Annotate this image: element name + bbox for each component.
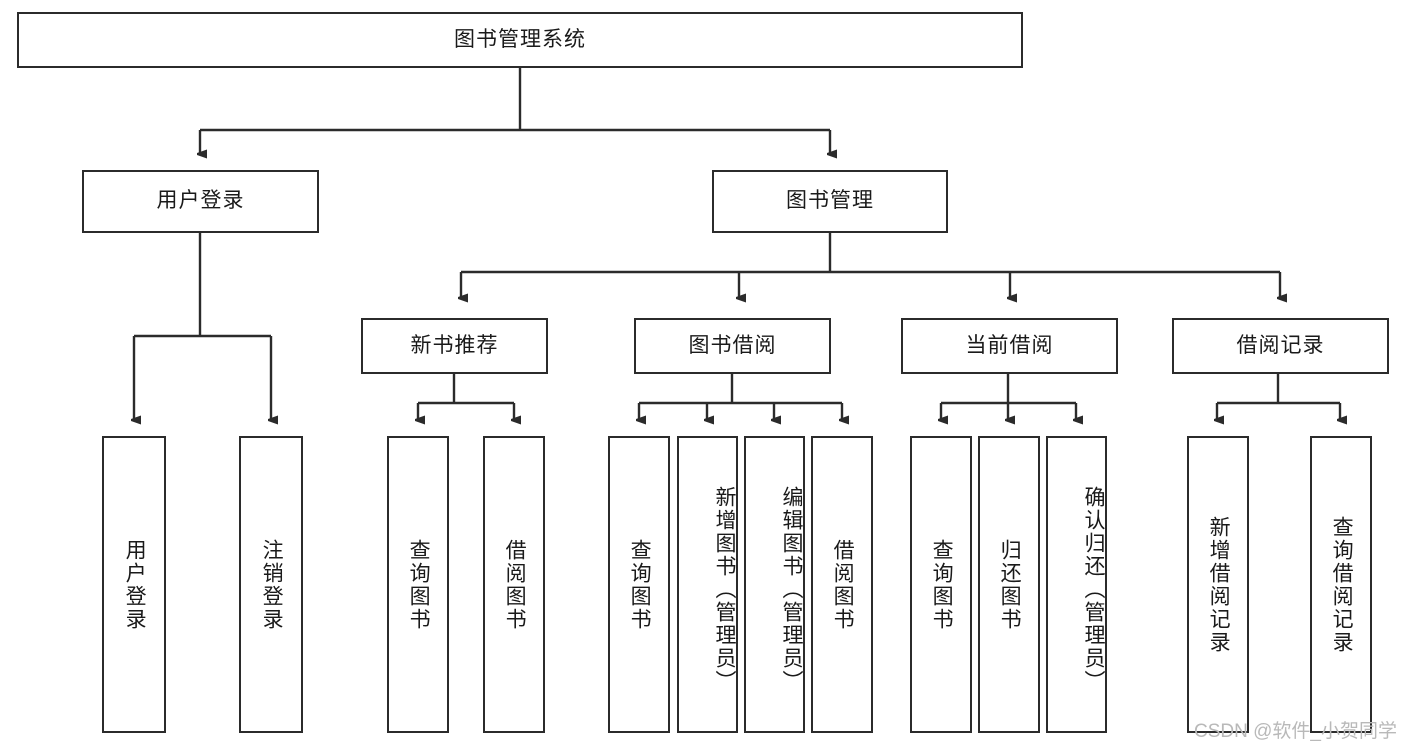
node-current-borrow[interactable]: 当前借阅 <box>901 318 1118 374</box>
node-book-management-system[interactable]: 图书管理系统 <box>17 12 1023 68</box>
node-new-book-recommend[interactable]: 新书推荐 <box>361 318 548 374</box>
node-label: 图书管理系统 <box>454 27 586 51</box>
node-label: 查询图书 <box>930 538 954 631</box>
node-label: 借阅图书 <box>831 538 855 631</box>
leaf-user-login-logout[interactable]: 注销登录 <box>239 436 303 733</box>
leaf-book-borrow-query[interactable]: 查询图书 <box>608 436 670 733</box>
leaf-book-borrow-add[interactable]: 新增图书（管理员） <box>677 436 738 733</box>
leaf-borrow-record-query[interactable]: 查询借阅记录 <box>1310 436 1372 733</box>
node-book-management[interactable]: 图书管理 <box>712 170 948 233</box>
node-label: 编辑图书（管理员） <box>780 486 803 693</box>
leaf-book-borrow-borrow[interactable]: 借阅图书 <box>811 436 873 733</box>
node-book-borrow[interactable]: 图书借阅 <box>634 318 831 374</box>
node-label: 借阅图书 <box>503 538 527 631</box>
node-label: 当前借阅 <box>965 333 1054 357</box>
leaf-borrow-record-add[interactable]: 新增借阅记录 <box>1187 436 1249 733</box>
leaf-user-login-login[interactable]: 用户登录 <box>102 436 166 733</box>
node-label: 图书借阅 <box>688 333 777 357</box>
watermark-text: CSDN @软件_小贺同学 <box>1194 721 1397 742</box>
node-label: 用户登录 <box>123 538 147 631</box>
leaf-new-book-borrow[interactable]: 借阅图书 <box>483 436 545 733</box>
node-label: 确认归还（管理员） <box>1082 486 1105 693</box>
node-label: 查询借阅记录 <box>1330 515 1354 654</box>
node-label: 新增借阅记录 <box>1207 515 1231 654</box>
leaf-current-borrow-return[interactable]: 归还图书 <box>978 436 1040 733</box>
node-label: 新书推荐 <box>410 333 499 357</box>
leaf-current-borrow-query[interactable]: 查询图书 <box>910 436 972 733</box>
node-label: 查询图书 <box>407 538 431 631</box>
node-user-login[interactable]: 用户登录 <box>82 170 319 233</box>
leaf-current-borrow-confirm[interactable]: 确认归还（管理员） <box>1046 436 1107 733</box>
node-borrow-record[interactable]: 借阅记录 <box>1172 318 1389 374</box>
node-label: 借阅记录 <box>1236 333 1325 357</box>
node-label: 图书管理 <box>786 189 874 213</box>
node-label: 查询图书 <box>628 538 652 631</box>
node-label: 归还图书 <box>998 538 1022 631</box>
leaf-new-book-query[interactable]: 查询图书 <box>387 436 449 733</box>
node-label: 新增图书（管理员） <box>713 486 736 693</box>
leaf-book-borrow-edit[interactable]: 编辑图书（管理员） <box>744 436 805 733</box>
node-label: 用户登录 <box>156 189 245 213</box>
node-label: 注销登录 <box>260 538 284 631</box>
